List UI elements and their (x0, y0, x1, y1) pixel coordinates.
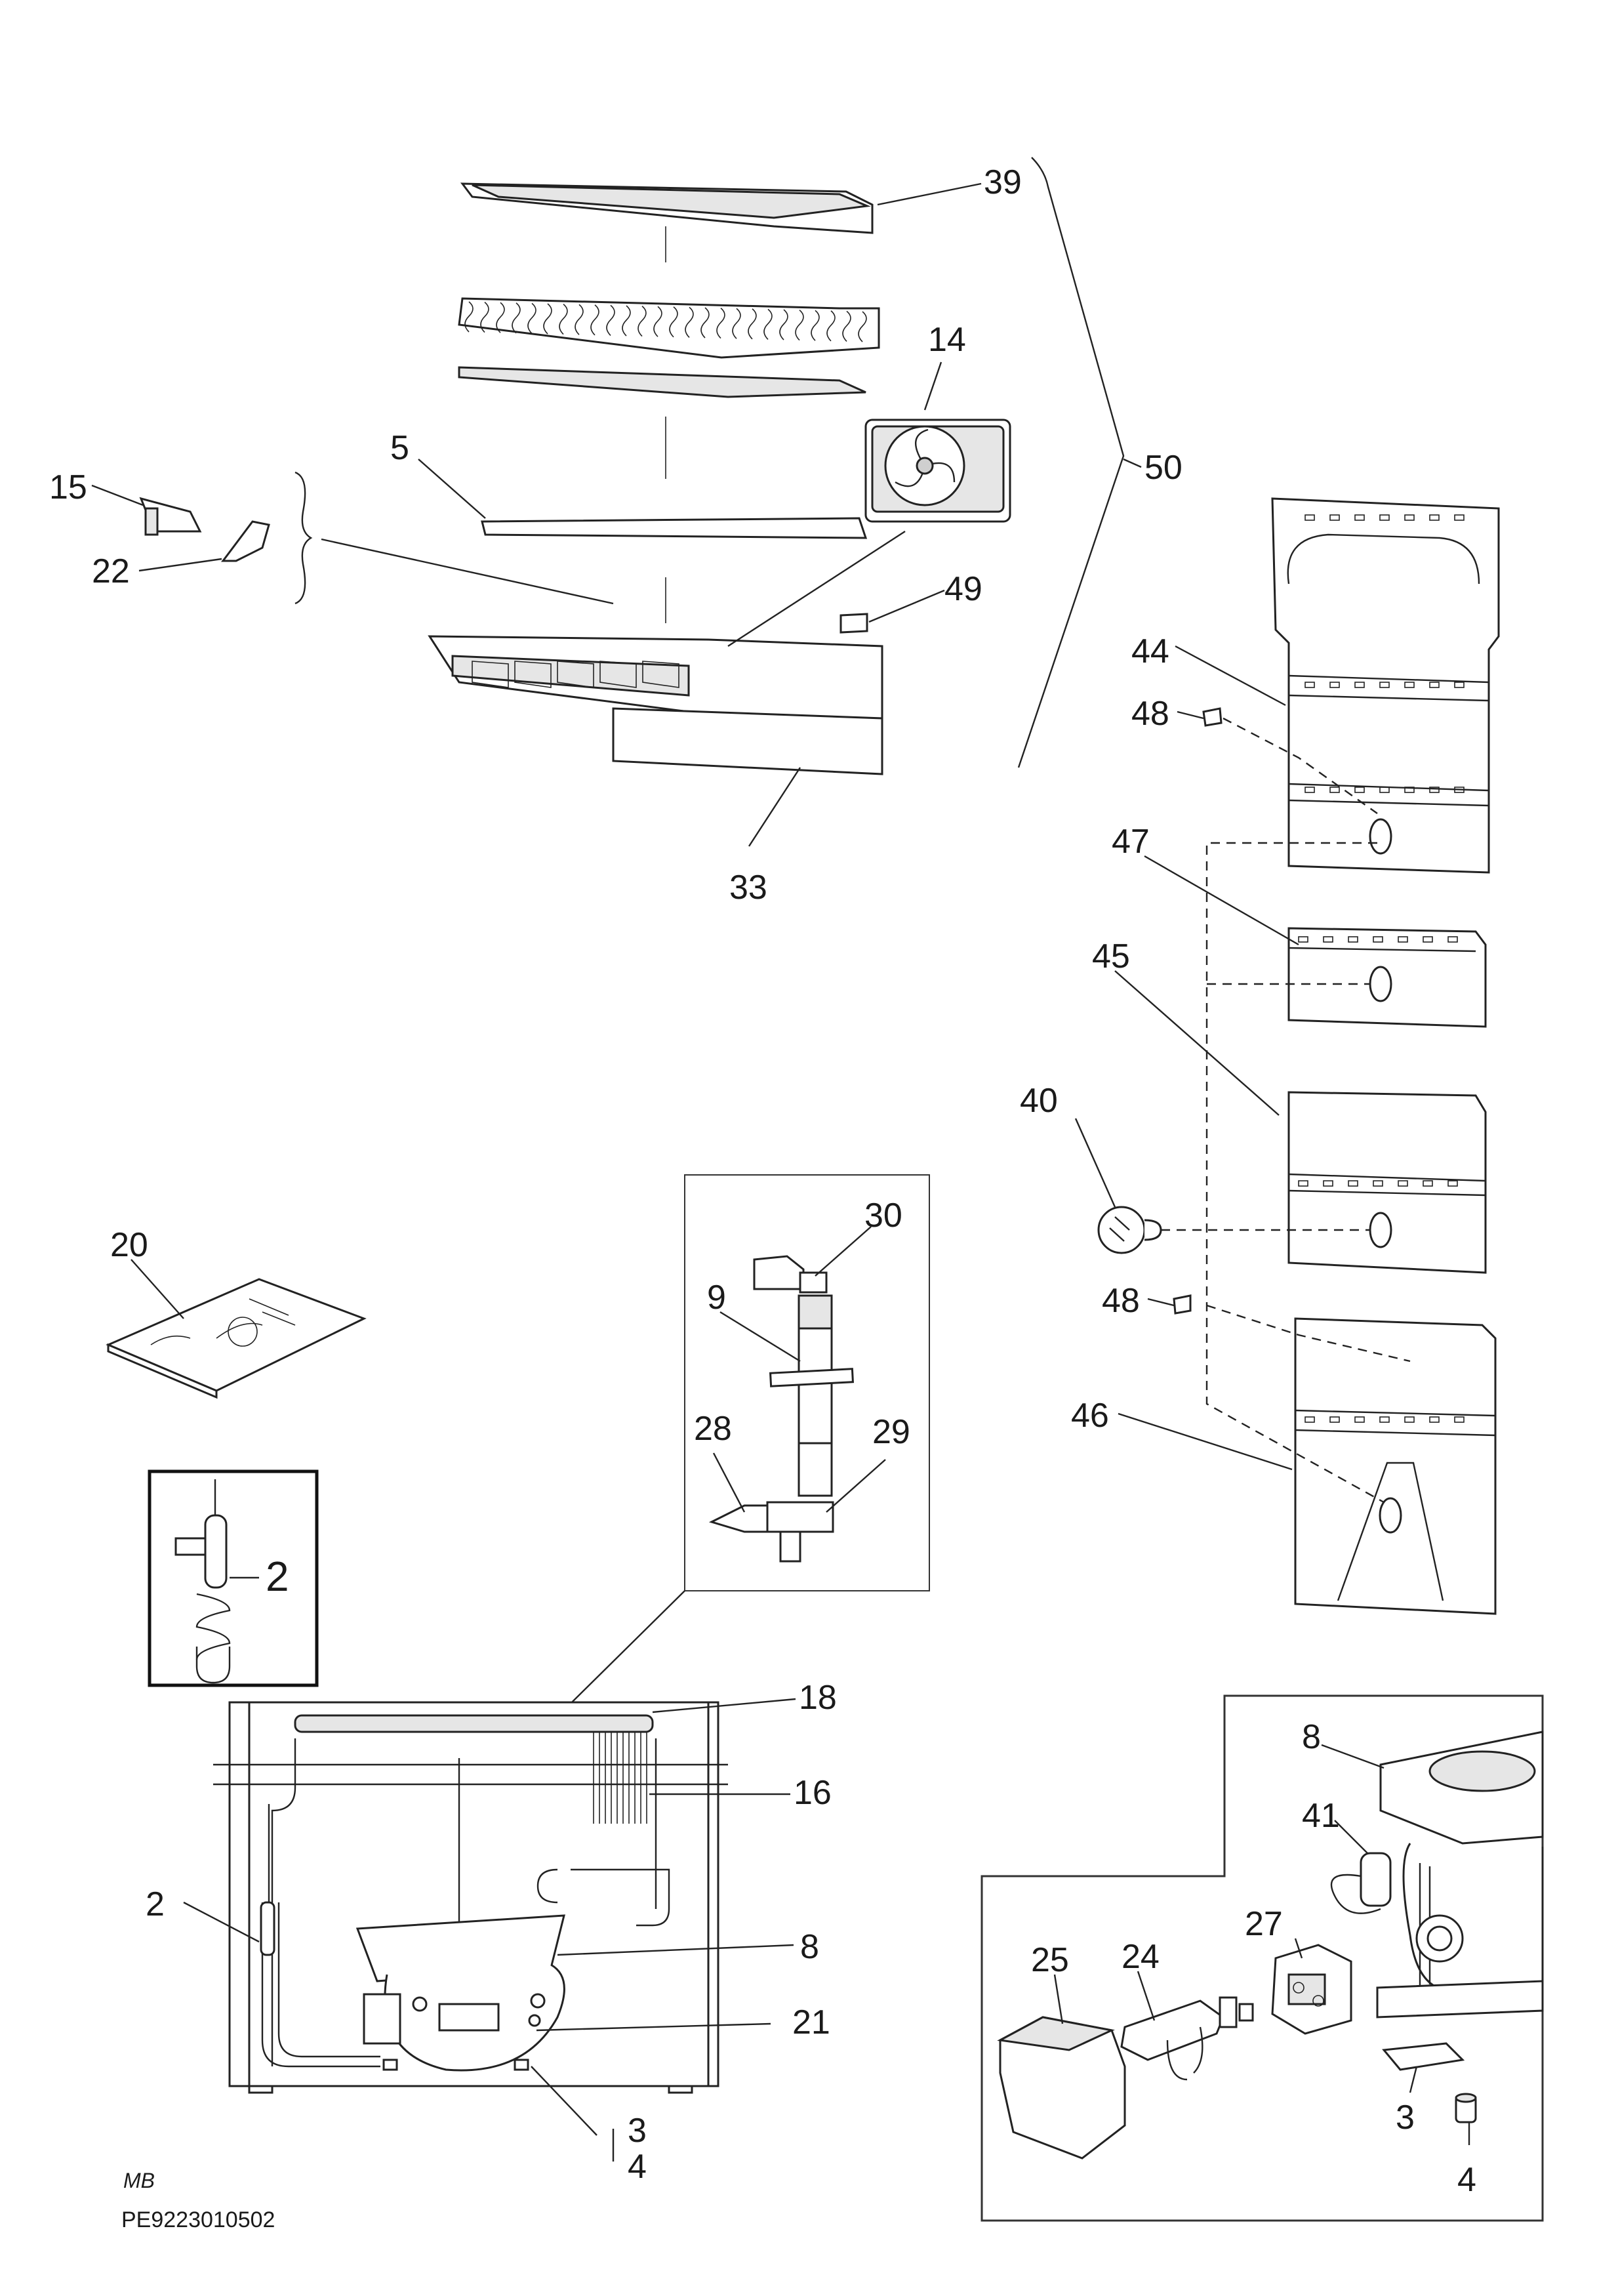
author-initials: MB (123, 2169, 155, 2192)
inset-compressor-electrics (981, 1694, 1544, 2222)
manual-part-20 (106, 1278, 367, 1399)
callout-45: 45 (1092, 937, 1130, 975)
callout-29: 29 (872, 1413, 910, 1451)
callout-8-cabinet: 8 (800, 1928, 819, 1966)
callout-3-inset: 3 (1396, 2099, 1415, 2137)
callout-9: 9 (707, 1279, 726, 1317)
callout-8-inset: 8 (1302, 1718, 1321, 1756)
callout-48-upper: 48 (1131, 695, 1169, 733)
callout-3-cabinet: 3 (628, 2112, 647, 2150)
drier-tube-assembly (708, 1255, 855, 1563)
terminal-part-24 (1120, 1996, 1254, 2081)
callout-49: 49 (944, 570, 982, 608)
evaporator-assembly (139, 157, 1125, 775)
callout-30: 30 (864, 1197, 902, 1235)
callout-18: 18 (799, 1679, 837, 1717)
callout-44: 44 (1131, 632, 1169, 670)
air-duct-panel-44 (1271, 497, 1500, 874)
bracket-50 (1017, 157, 1125, 768)
callout-50: 50 (1144, 449, 1183, 487)
callout-2-inset: 2 (266, 1553, 289, 1600)
callout-39: 39 (984, 163, 1022, 201)
callout-33: 33 (729, 869, 767, 907)
air-duct-panel-46 (1294, 1317, 1497, 1615)
callout-48-lower: 48 (1102, 1282, 1140, 1320)
brace (294, 471, 313, 605)
callout-47: 47 (1112, 823, 1150, 861)
clip-48-upper (1202, 707, 1223, 727)
callout-24: 24 (1122, 1938, 1160, 1976)
relay-part-27 (1271, 1944, 1352, 2035)
callout-2-cabinet: 2 (146, 1885, 165, 1923)
cover-part-25 (997, 2016, 1126, 2160)
callout-22: 22 (92, 552, 130, 590)
plate-part-5 (481, 517, 868, 539)
fan-housing-part-14 (864, 419, 1011, 523)
callout-5: 5 (390, 429, 409, 467)
callout-21: 21 (792, 2003, 830, 2041)
callout-25: 25 (1031, 1941, 1069, 1979)
clip-part-22 (221, 520, 270, 562)
callout-15: 15 (49, 468, 87, 506)
callout-4-cabinet: 4 (628, 2148, 647, 2186)
callout-16: 16 (794, 1774, 832, 1812)
top-cover-part-39 (460, 182, 874, 234)
callout-46: 46 (1071, 1397, 1109, 1435)
callout-41: 41 (1302, 1797, 1340, 1835)
callout-20: 20 (110, 1226, 148, 1264)
inset-drier-assembly (684, 1174, 930, 1591)
evaporator-coil (458, 297, 880, 398)
bolt-part-4 (1455, 2093, 1477, 2123)
air-duct-panel-47 (1287, 927, 1487, 1028)
small-part-15 (139, 497, 202, 536)
compressor-part-8 (1376, 1731, 1544, 2019)
bracket-part-3 (1382, 2042, 1465, 2071)
drip-panel-part-33 (612, 707, 883, 775)
capacitor-part-41 (1331, 1852, 1392, 1914)
thermostat-bulb-part-2 (174, 1479, 231, 1684)
callout-14: 14 (928, 321, 966, 359)
lamp-part-40 (1097, 1206, 1162, 1254)
callout-27: 27 (1245, 1905, 1283, 1943)
callout-28: 28 (694, 1410, 732, 1448)
label-part-49 (839, 613, 868, 634)
callout-4-inset: 4 (1457, 2161, 1476, 2199)
clip-48-lower (1173, 1294, 1192, 1315)
air-duct-panel-45 (1287, 1091, 1487, 1274)
callout-40: 40 (1020, 1082, 1058, 1120)
cabinet-rear-view (213, 1701, 728, 2094)
drawing-code: PE9223010502 (121, 2207, 275, 2232)
